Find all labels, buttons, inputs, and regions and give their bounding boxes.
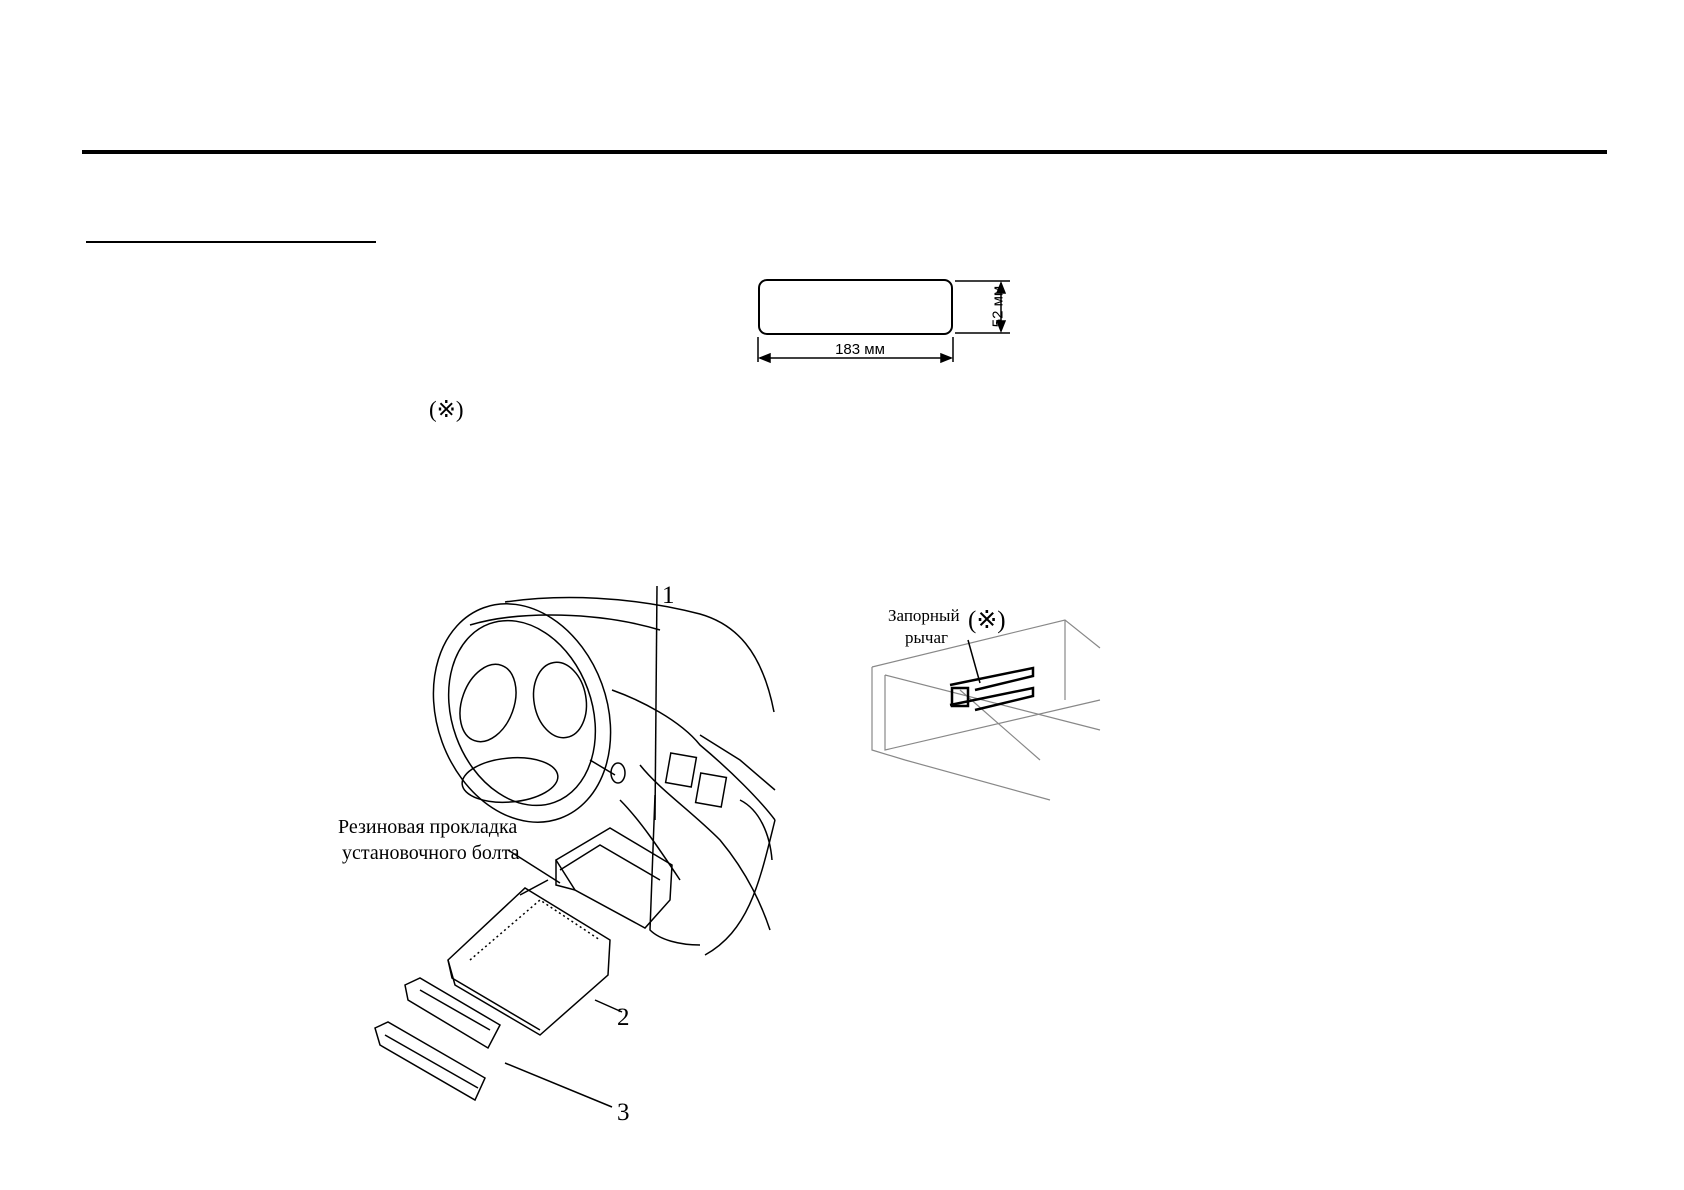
callout-1: 1 <box>662 582 675 609</box>
callout-3: 3 <box>617 1099 630 1126</box>
head-unit-assembly <box>374 827 673 1108</box>
lock-lever-part <box>949 639 1035 712</box>
dashboard-illustration <box>432 585 776 956</box>
lock-lever-illustration <box>871 619 1101 801</box>
section-heading-underline <box>86 241 376 243</box>
lock-lever-label-line1: Запорный <box>888 606 960 625</box>
gasket-label-line2: установочного болта <box>342 842 520 864</box>
lock-lever-label-line2: рычаг <box>905 628 948 647</box>
header-rule <box>82 150 1607 154</box>
mounting-opening-outline <box>758 279 953 335</box>
lock-lever-reference-mark: (※) <box>968 607 1006 634</box>
callout-2: 2 <box>617 1004 630 1031</box>
reference-mark: (※) <box>429 397 464 422</box>
width-dimension-label: 183 мм <box>835 341 885 358</box>
gasket-label-line1: Резиновая прокладка <box>338 816 518 838</box>
dimension-lines <box>757 280 1010 364</box>
